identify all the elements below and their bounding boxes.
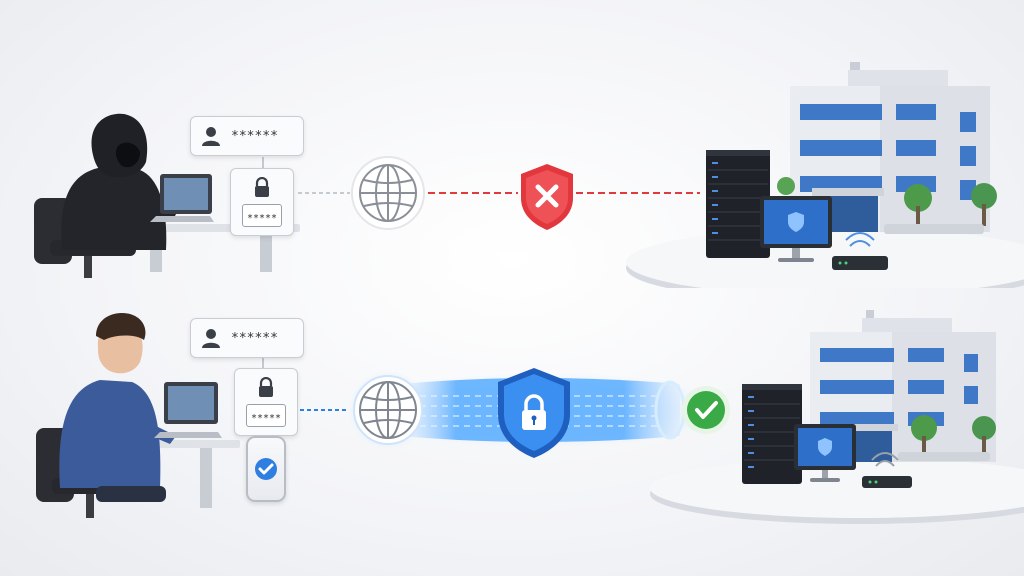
lock-icon <box>255 177 269 197</box>
user-icon <box>202 329 220 348</box>
shield-x-icon <box>521 164 573 230</box>
password-input: ***** <box>245 404 287 427</box>
globe-icon <box>348 370 428 450</box>
check-icon <box>682 386 730 434</box>
username-field: ****** <box>190 318 304 358</box>
password-field: ***** <box>234 368 298 436</box>
password-field: ***** <box>230 168 294 236</box>
monitor-icon <box>794 424 856 482</box>
tree-icon <box>777 177 997 234</box>
shield-lock-icon <box>498 368 570 458</box>
lock-icon <box>259 377 273 397</box>
server-rack-icon <box>706 150 770 258</box>
phone-icon <box>246 436 286 502</box>
hooded-attacker <box>61 113 176 250</box>
password-input: ***** <box>241 204 283 227</box>
tree-icon <box>898 415 996 461</box>
check-icon <box>255 458 277 480</box>
password-mask: ***** <box>250 413 282 424</box>
legitimate-user <box>59 312 176 502</box>
router-icon <box>862 452 912 488</box>
office-building-icon <box>790 62 990 232</box>
username-mask: ****** <box>231 330 278 346</box>
scenario-allowed: ****** ***** <box>0 288 1024 576</box>
laptop <box>154 382 222 438</box>
globe-icon <box>351 156 425 230</box>
scenario-blocked: ****** ***** <box>34 62 1024 288</box>
server-rack-icon <box>742 384 802 484</box>
monitor-icon <box>760 196 832 262</box>
user-icon <box>202 127 220 146</box>
username-field: ****** <box>190 116 304 156</box>
username-mask: ****** <box>231 128 278 144</box>
password-mask: ***** <box>246 213 278 224</box>
router-icon <box>832 232 888 270</box>
laptop <box>150 174 214 222</box>
